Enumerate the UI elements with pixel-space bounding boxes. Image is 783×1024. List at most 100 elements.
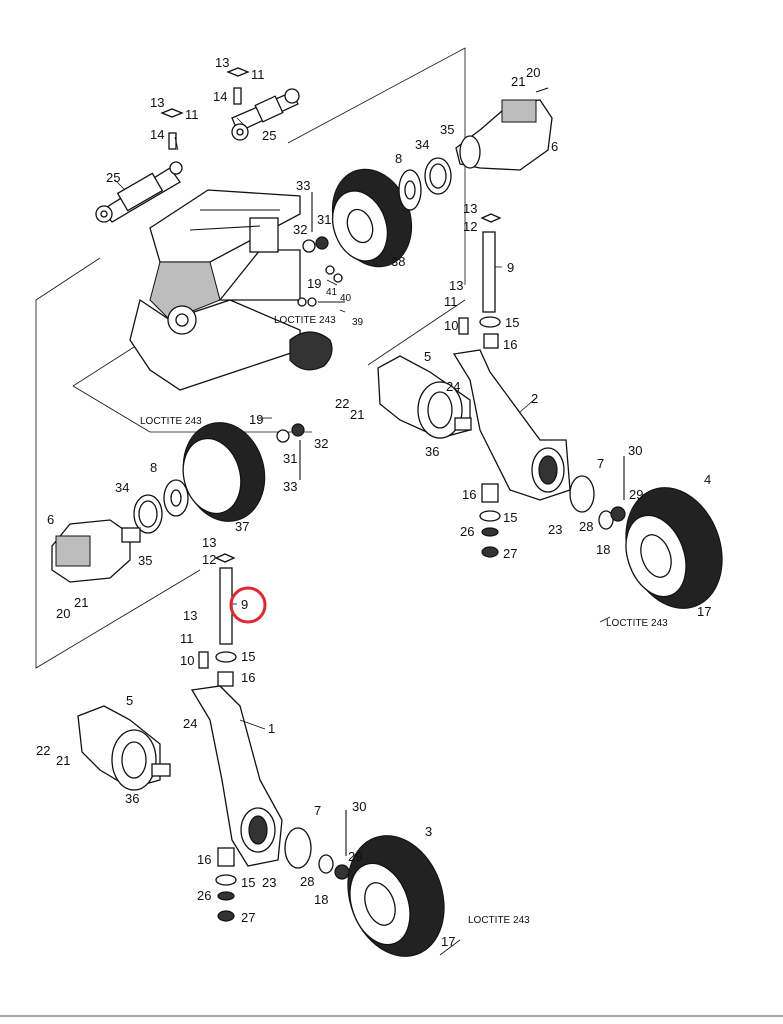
motor-5-upper — [377, 355, 472, 439]
label-3: 3 — [425, 824, 432, 839]
label-15: 15 — [503, 510, 517, 525]
highlight-circle — [229, 586, 267, 624]
fasteners-39-41 — [297, 265, 345, 307]
kingpin-9-upper — [458, 213, 502, 349]
label-17: 17 — [697, 604, 711, 619]
label-26: 26 — [460, 524, 474, 539]
label-13: 13 — [202, 535, 216, 550]
label-11: 11 — [444, 294, 458, 309]
label-32: 32 — [293, 222, 307, 237]
label-15: 15 — [505, 315, 519, 330]
label-6: 6 — [47, 512, 54, 527]
label-13: 13 — [183, 608, 197, 623]
label-22: 22 — [36, 743, 50, 758]
label-37: 37 — [235, 519, 249, 534]
label-15: 15 — [241, 649, 255, 664]
label-14: 14 — [213, 89, 227, 104]
label-28: 28 — [300, 874, 314, 889]
label-7: 7 — [314, 803, 321, 818]
label-41: 41 — [326, 287, 338, 298]
lower-parts-upper-right — [479, 483, 501, 558]
reference-outline — [0, 47, 783, 1017]
label-25: 25 — [262, 128, 276, 143]
label-31: 31 — [283, 451, 297, 466]
label-35: 35 — [440, 122, 454, 137]
label-13: 13 — [215, 55, 229, 70]
label-12: 12 — [202, 552, 216, 567]
label-24: 24 — [183, 716, 197, 731]
label-5: 5 — [126, 693, 133, 708]
label-21: 21 — [350, 407, 364, 422]
label-21: 21 — [74, 595, 88, 610]
steering-knuckle-1 — [190, 685, 283, 867]
label-30: 30 — [352, 799, 366, 814]
motor-6-upper — [455, 87, 553, 171]
wheel-3 — [284, 810, 445, 957]
label-16: 16 — [462, 487, 476, 502]
label-16: 16 — [197, 852, 211, 867]
label-40: 40 — [340, 293, 352, 304]
hydraulic-cylinder-upper — [226, 67, 300, 141]
label-13: 13 — [150, 95, 164, 110]
wheel-4 — [569, 456, 723, 609]
label-13: 13 — [463, 201, 477, 216]
label-23: 23 — [262, 875, 276, 890]
label-17: 17 — [441, 934, 455, 949]
label-20: 20 — [56, 606, 70, 621]
label-21: 21 — [56, 753, 70, 768]
label-1: 1 — [268, 721, 275, 736]
label-34: 34 — [115, 480, 129, 495]
label-14: 14 — [150, 127, 164, 142]
label-27: 27 — [503, 546, 517, 561]
drum-37 — [133, 422, 305, 534]
kingpin-9-lower — [198, 553, 237, 687]
label-10: 10 — [180, 653, 194, 668]
label-2: 2 — [531, 391, 538, 406]
label-18: 18 — [314, 892, 328, 907]
label-16: 16 — [241, 670, 255, 685]
label-10: 10 — [444, 318, 458, 333]
label-6: 6 — [551, 139, 558, 154]
label-21: 21 — [511, 74, 525, 89]
label-38: 38 — [391, 254, 405, 269]
motor-5-lower — [77, 705, 171, 791]
label-9: 9 — [241, 597, 248, 612]
label-7: 7 — [597, 456, 604, 471]
label-31: 31 — [317, 212, 331, 227]
leader-lines — [114, 117, 611, 956]
label-22: 22 — [335, 396, 349, 411]
loctite-note: LOCTITE 243 — [468, 915, 530, 926]
label-29: 29 — [348, 849, 362, 864]
label-36: 36 — [425, 444, 439, 459]
lower-parts-lower-left — [215, 847, 237, 922]
loctite-note: LOCTITE 243 — [274, 315, 336, 326]
drum-38 — [302, 168, 413, 268]
loctite-note: LOCTITE 243 — [140, 416, 202, 427]
label-32: 32 — [314, 436, 328, 451]
label-9: 9 — [507, 260, 514, 275]
label-33: 33 — [283, 479, 297, 494]
label-19: 19 — [249, 412, 263, 427]
label-25: 25 — [106, 170, 120, 185]
label-19: 19 — [307, 276, 321, 291]
label-8: 8 — [150, 460, 157, 475]
label-5: 5 — [424, 349, 431, 364]
label-20: 20 — [526, 65, 540, 80]
chassis-frame — [129, 189, 333, 391]
label-26: 26 — [197, 888, 211, 903]
label-33: 33 — [296, 178, 310, 193]
label-29: 29 — [629, 487, 643, 502]
loctite-note: LOCTITE 243 — [606, 618, 668, 629]
label-28: 28 — [579, 519, 593, 534]
label-4: 4 — [704, 472, 711, 487]
label-11: 11 — [180, 631, 194, 646]
label-30: 30 — [628, 443, 642, 458]
label-18: 18 — [596, 542, 610, 557]
loctite-notes: LOCTITE 243 LOCTITE 243 LOCTITE 243 LOCT… — [140, 315, 668, 926]
motor-6-lower — [51, 519, 141, 583]
label-16: 16 — [503, 337, 517, 352]
label-15: 15 — [241, 875, 255, 890]
label-24: 24 — [446, 379, 460, 394]
